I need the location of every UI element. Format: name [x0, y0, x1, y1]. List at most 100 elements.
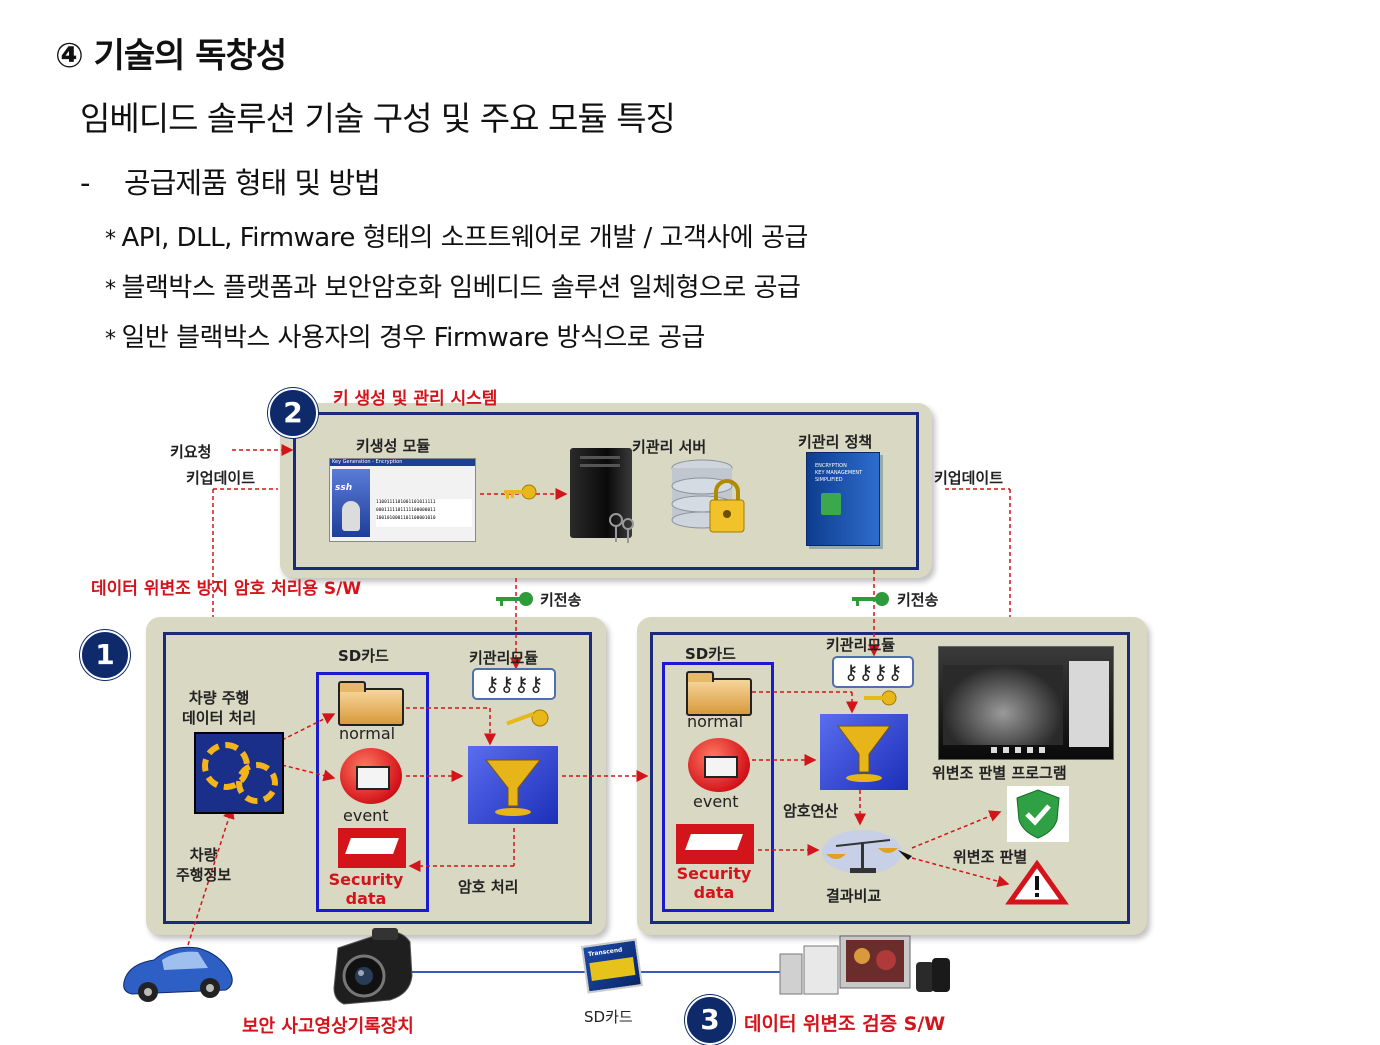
- bullet-marker: *: [105, 227, 116, 252]
- server-slot: [580, 464, 620, 467]
- program-side-panel: [1069, 661, 1109, 747]
- event-folder-icon: [688, 738, 750, 792]
- folder-tab: [338, 681, 366, 692]
- key-policy-label: 키관리 정책: [798, 433, 873, 451]
- bullet-text: 블랙박스 플랫폼과 보안암호화 임베디드 솔루션 일체형으로 공급: [121, 273, 801, 303]
- key-ring-icon: ⚷⚷⚷⚷: [472, 668, 556, 700]
- server-slot: [580, 456, 620, 459]
- bullet-marker: *: [105, 277, 116, 302]
- security-doc-paper: [685, 834, 743, 850]
- player-controls: [991, 747, 1051, 753]
- encrypt-op-label: 암호연산: [783, 802, 839, 820]
- bullet-text: 일반 블랙박스 사용자의 경우 Firmware 방식으로 공급: [121, 323, 706, 353]
- key-mgmt-module-label-1: 키관리모듈: [469, 649, 539, 667]
- encrypt-process-label: 암호 처리: [458, 878, 519, 896]
- normal-label-2: normal: [687, 712, 744, 731]
- key-ring-icon: ⚷⚷⚷⚷: [832, 656, 914, 688]
- event-folder-glyph: [704, 756, 738, 778]
- event-label-2: event: [693, 792, 739, 811]
- badge-3: 3: [685, 995, 735, 1045]
- badge-1: 1: [80, 630, 130, 680]
- shield-check-shape: [1016, 789, 1060, 839]
- security-label-2: Security data: [676, 864, 752, 902]
- bullet-item: *블랙박스 플랫폼과 보안암호화 임베디드 솔루션 일체형으로 공급: [105, 267, 801, 304]
- keygen-module-label: 키생성 모듈: [356, 437, 431, 455]
- policy-book-icon: ENCRYPTION KEY MANAGEMENT SIMPLIFIED: [806, 452, 880, 546]
- key-icon: [504, 484, 537, 500]
- key-request-label: 키요청: [170, 443, 212, 461]
- keygen-window-image: Key Generation - Encryption ssh 11001111…: [329, 458, 476, 542]
- funnel-shape: [837, 725, 891, 782]
- gears-icon: [194, 732, 284, 814]
- encrypt-funnel-icon: [468, 746, 558, 824]
- forgery-program-screenshot: [938, 646, 1114, 760]
- key-transfer-label-1: 키전송: [540, 591, 582, 609]
- forgery-program-label: 위변조 판별 프로그램: [932, 764, 1067, 782]
- folder-icon: [338, 688, 404, 726]
- recorder-label: 보안 사고영상기록장치: [242, 1016, 414, 1037]
- funnel-shape: [484, 759, 542, 816]
- key-icon: [864, 690, 897, 706]
- sd-card-bottom-label: SD카드: [584, 1008, 633, 1026]
- pc-icon: [779, 935, 950, 995]
- key-update-label-left: 키업데이트: [186, 469, 256, 487]
- vehicle-info-label: 차량 주행정보: [176, 846, 232, 884]
- folder-tab: [686, 671, 714, 682]
- green-key-icon: [496, 592, 533, 606]
- section-heading: ④ 기술의 독창성: [55, 36, 287, 76]
- keygen-window-logo-panel: ssh: [332, 469, 370, 537]
- warning-icon: [1005, 859, 1069, 905]
- green-key-icon: [852, 592, 889, 606]
- security-doc-paper: [345, 838, 399, 854]
- subtitle: 임베디드 솔루션 기술 구성 및 주요 모듈 특징: [80, 99, 676, 138]
- shield-check-icon: [1007, 786, 1069, 842]
- database-lock-icon: [671, 459, 745, 533]
- keys-bunch-icon: [609, 513, 634, 543]
- bullet-text: API, DLL, Firmware 형태의 소프트웨어로 개발 / 고객사에 …: [121, 223, 809, 253]
- sd-card-label-2: SD카드: [685, 645, 736, 663]
- key-system-title: 키 생성 및 관리 시스템: [333, 389, 498, 409]
- car-video-frame: [943, 665, 1063, 745]
- dash-marker: -: [80, 166, 90, 200]
- encrypt-sw-title: 데이터 위변조 방지 암호 처리용 S/W: [91, 579, 362, 599]
- security-doc-icon: [676, 824, 754, 864]
- sd-card-icon: Transcend: [580, 938, 644, 994]
- folder-icon: [686, 678, 752, 716]
- section-title: -공급제품 형태 및 방법: [80, 160, 381, 202]
- keygen-window-titlebar: Key Generation - Encryption: [330, 459, 475, 466]
- vehicle-data-label: 차량 주행 데이터 처리: [182, 689, 257, 727]
- key-image-icon: [342, 501, 360, 531]
- key-system-frame: [293, 412, 919, 570]
- gear-icon: [236, 762, 278, 804]
- ssh-logo: ssh: [335, 483, 353, 493]
- verify-frame: [650, 632, 1130, 924]
- blackbox-camera-icon: [333, 928, 413, 1005]
- sd-card-sticker: [589, 956, 636, 981]
- key-icon: [506, 709, 549, 727]
- normal-label-1: normal: [339, 724, 396, 743]
- policy-book-text: ENCRYPTION KEY MANAGEMENT SIMPLIFIED: [815, 463, 863, 483]
- bullet-item: *API, DLL, Firmware 형태의 소프트웨어로 개발 / 고객사에…: [105, 217, 808, 254]
- forgery-judge-label: 위변조 판별: [953, 848, 1028, 866]
- car-icon: [123, 946, 233, 1002]
- security-doc-icon: [338, 828, 406, 868]
- verify-sw-title: 데이터 위변조 검증 S/W: [744, 1013, 946, 1035]
- badge-2: 2: [268, 388, 318, 438]
- key-update-label-right: 키업데이트: [934, 469, 1004, 487]
- event-label-1: event: [343, 806, 389, 825]
- compare-label: 결과비교: [826, 887, 882, 905]
- security-label-1: Security data: [328, 870, 404, 908]
- sd-card-box-1: [316, 672, 429, 912]
- balance-scale-icon: [822, 830, 912, 874]
- key-server-label: 키관리 서버: [632, 438, 707, 456]
- sd-card-label-1: SD카드: [338, 647, 389, 665]
- policy-book-emblem: [821, 493, 841, 515]
- sd-card-brand: Transcend: [587, 946, 623, 959]
- keygen-bits: 1100111101001101011111 00011111011111000…: [376, 499, 472, 527]
- key-mgmt-module-label-2: 키관리모듈: [826, 636, 896, 654]
- sd-card-box-2: [662, 662, 774, 912]
- event-folder-icon: [340, 748, 402, 804]
- key-transfer-label-2: 키전송: [897, 591, 939, 609]
- bullet-marker: *: [105, 327, 116, 352]
- encrypt-funnel-icon: [820, 714, 908, 790]
